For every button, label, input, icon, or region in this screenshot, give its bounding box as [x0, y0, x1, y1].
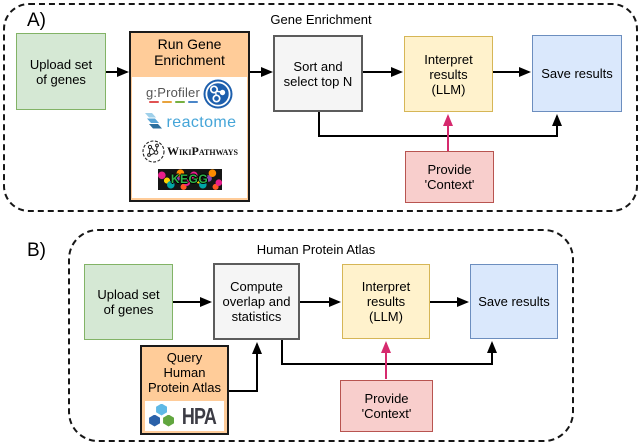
- save-results-label-b: Save results: [478, 294, 550, 309]
- compute-overlap-box: Compute overlap and statistics: [213, 263, 300, 340]
- gprofiler-dash-red: [148, 100, 159, 104]
- gprofiler-dash-orange: [161, 100, 172, 104]
- hpa-hex-lightblue: [156, 403, 168, 416]
- save-results-box-b: Save results: [470, 264, 558, 339]
- gprofiler-label: g:Profiler: [145, 84, 201, 100]
- gprofiler-dashes: [148, 100, 198, 104]
- gprofiler-logo: g:Profiler: [146, 85, 200, 104]
- panel-a-label: A): [27, 10, 46, 31]
- reactome-icon: [144, 113, 162, 129]
- gprofiler-dash-blue: [187, 100, 198, 104]
- wikipathways-logo: WikiPathways: [141, 135, 238, 168]
- hpa-hex-darkblue: [149, 414, 161, 427]
- wikipathways-icon: [142, 140, 165, 163]
- upload-genes-box-b: Upload set of genes: [84, 264, 173, 340]
- interpret-results-label-a: Interpret results (LLM): [424, 51, 473, 97]
- interpret-results-box-b: Interpret results (LLM): [342, 264, 430, 339]
- interpret-results-box-a: Interpret results (LLM): [404, 36, 493, 112]
- hpa-label: HPA: [181, 402, 217, 429]
- run-gene-enrichment-box: Run Gene Enrichment g:Profiler: [129, 31, 250, 202]
- gprofiler-go-row: g:Profiler: [146, 79, 233, 109]
- compute-overlap-label: Compute overlap and statistics: [222, 279, 291, 324]
- hpa-hexagons-icon: [148, 403, 175, 429]
- provide-context-box-a: Provide 'Context': [405, 151, 494, 203]
- provide-context-label-a: Provide 'Context': [424, 162, 475, 192]
- reactome-logo: reactome: [143, 109, 237, 135]
- save-results-label-a: Save results: [541, 66, 613, 81]
- kegg-logo: KEGG: [157, 169, 222, 190]
- reactome-label: reactome: [166, 113, 237, 131]
- gprofiler-dash-green: [174, 100, 185, 104]
- query-hpa-box: Query Human Protein Atlas HPA: [140, 345, 229, 435]
- upload-genes-label-a: Upload set of genes: [29, 56, 93, 87]
- provide-context-label-b: Provide 'Context': [361, 391, 412, 421]
- query-hpa-label: Query Human Protein Atlas: [148, 350, 221, 395]
- sort-select-box: Sort and select top N: [273, 35, 363, 112]
- panel-b-label: B): [27, 240, 46, 261]
- panel-b-border: [68, 229, 574, 442]
- upload-genes-label-b: Upload set of genes: [97, 287, 160, 317]
- hpa-hex-green: [163, 414, 175, 427]
- kegg-label: KEGG: [170, 172, 209, 186]
- panel-a-border: [3, 3, 638, 212]
- hpa-logo: HPA: [145, 401, 224, 431]
- run-gene-enrichment-label: Run Gene Enrichment: [154, 36, 225, 68]
- enrichment-logo-panel: g:Profiler: [132, 77, 247, 198]
- wikipathways-label: WikiPathways: [167, 144, 238, 158]
- provide-context-box-b: Provide 'Context': [340, 380, 433, 432]
- interpret-results-label-b: Interpret results (LLM): [361, 279, 411, 324]
- save-results-box-a: Save results: [532, 35, 622, 112]
- upload-genes-box-a: Upload set of genes: [16, 33, 106, 110]
- sort-select-label: Sort and select top N: [283, 58, 353, 89]
- gene-ontology-icon: [203, 79, 233, 109]
- panel-a-title: Gene Enrichment: [270, 12, 372, 27]
- panel-b-title: Human Protein Atlas: [256, 242, 376, 257]
